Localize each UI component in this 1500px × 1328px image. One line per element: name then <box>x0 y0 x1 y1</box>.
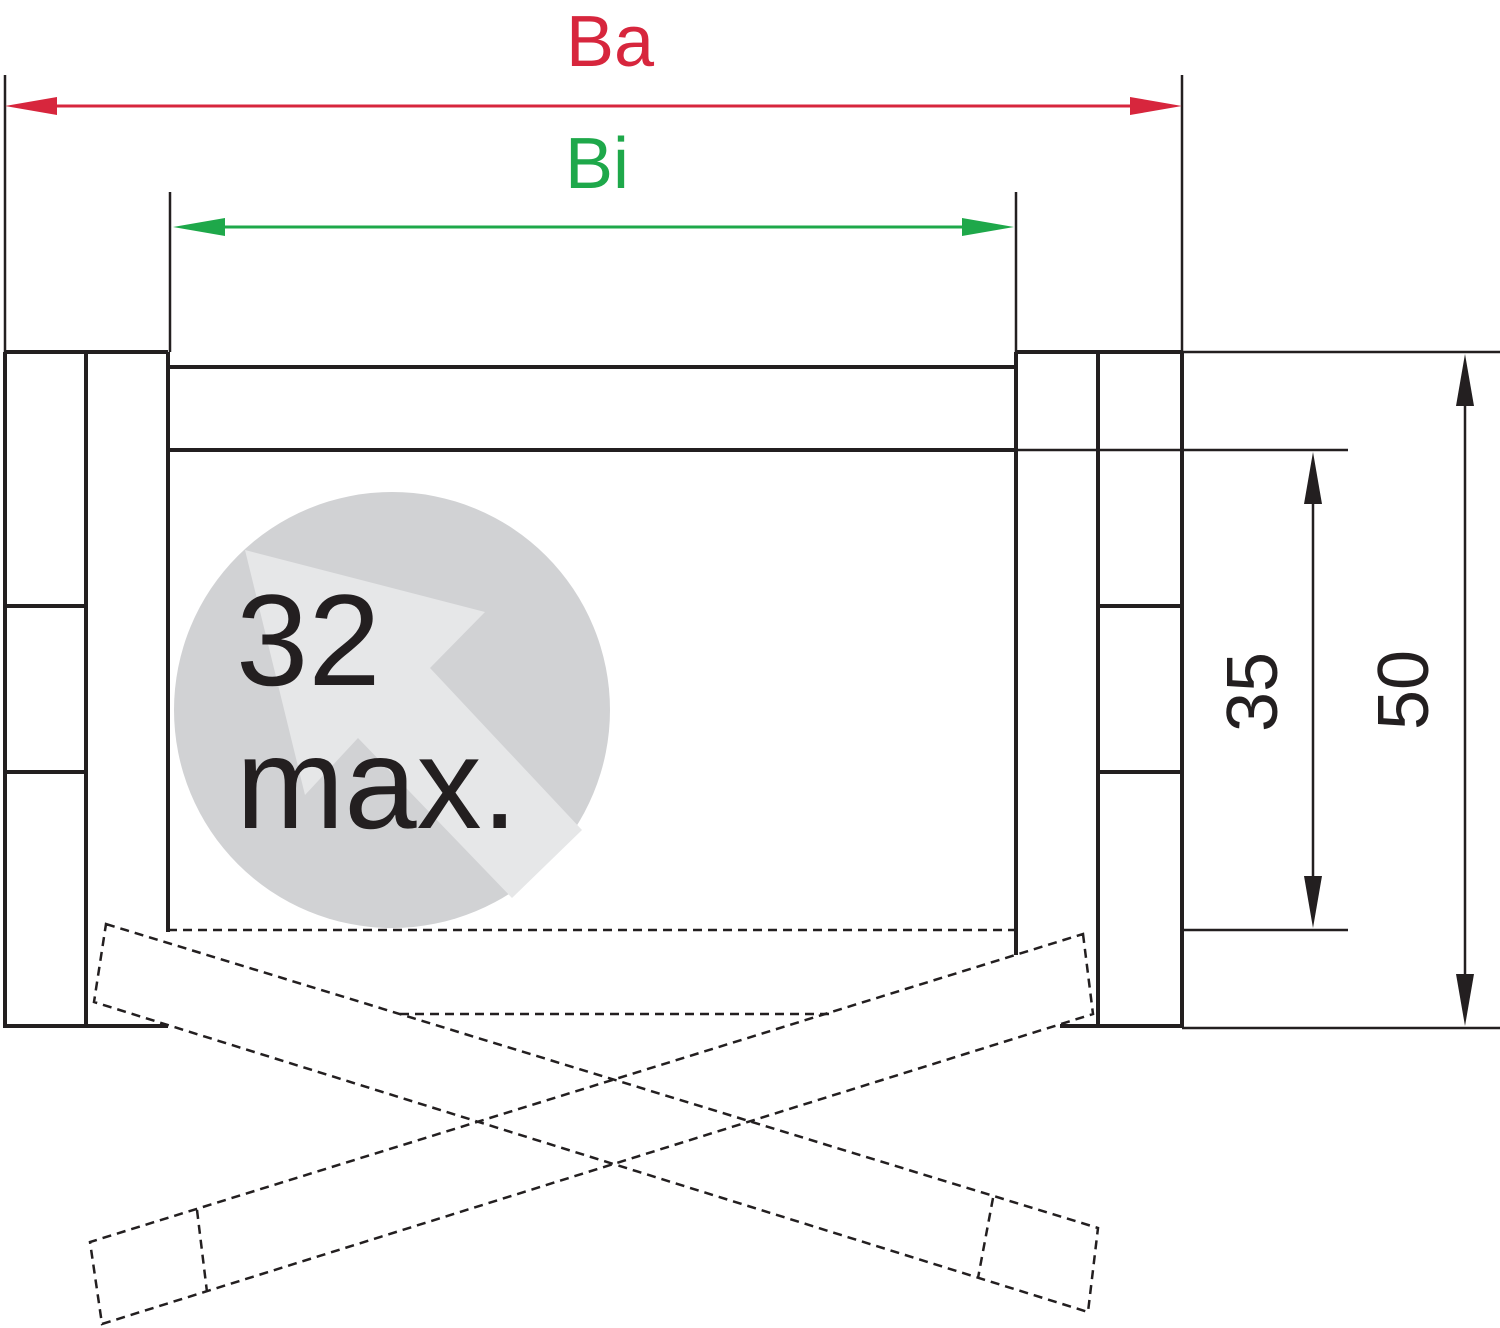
right-side-plate <box>1014 350 1184 1028</box>
bi-arrow-left-icon <box>173 218 225 236</box>
diagonal-arrow-icon <box>245 550 582 898</box>
ba-arrow-right-icon <box>1130 97 1182 115</box>
dashed-bar-right-hinged <box>88 932 1095 1326</box>
h50-arrow-down-icon <box>1456 974 1474 1026</box>
ba-arrow-left-icon <box>5 97 57 115</box>
max-cable-value: 32 <box>236 567 381 713</box>
bi-arrow-right-icon <box>962 218 1014 236</box>
h50-arrow-up-icon <box>1456 354 1474 406</box>
height-extension-lines <box>1016 350 1500 1030</box>
outer-height-dimension: 50 <box>1364 354 1474 1026</box>
ba-label: Ba <box>566 2 655 82</box>
h35-arrow-up-icon <box>1304 452 1322 504</box>
bi-label: Bi <box>565 124 629 204</box>
h35-arrow-down-icon <box>1304 876 1322 928</box>
max-cable-indicator <box>174 492 610 928</box>
h50-label: 50 <box>1364 650 1444 730</box>
top-crossbar <box>168 365 1016 452</box>
dashed-bar-left-hinged <box>92 922 1100 1314</box>
inner-height-dimension: 35 <box>1213 452 1322 928</box>
h35-label: 35 <box>1213 652 1293 732</box>
outer-width-dimension: Ba <box>3 2 1184 352</box>
max-cable-unit: max. <box>236 710 518 856</box>
left-side-plate <box>3 350 170 1028</box>
inner-width-dimension: Bi <box>168 124 1018 352</box>
dashed-bottom-crossbar <box>88 922 1100 1326</box>
